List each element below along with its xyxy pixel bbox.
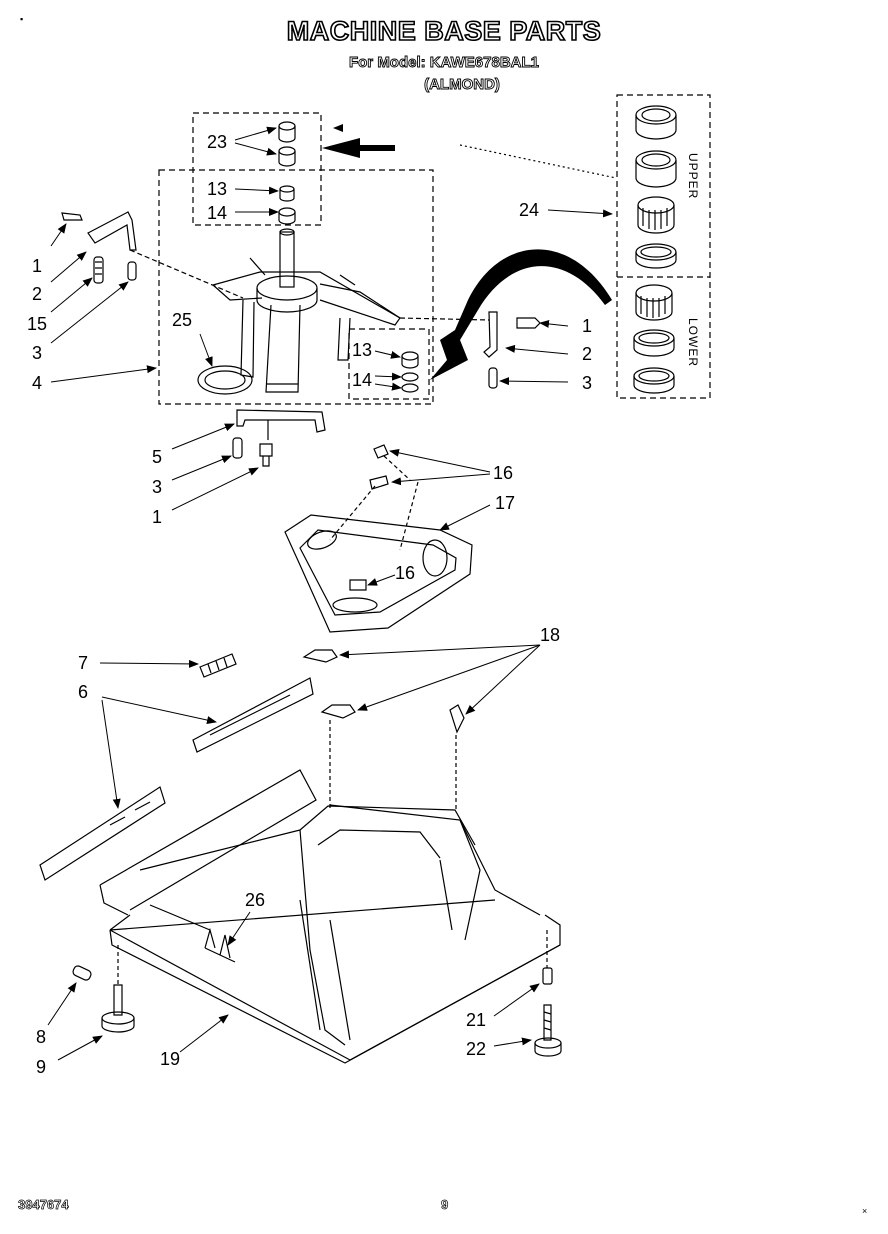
part-5-bracket [236, 409, 326, 440]
callout-7: 7 [78, 653, 89, 673]
callout-17: 17 [495, 493, 516, 513]
part-19-base-frame [99, 769, 561, 1064]
callout-26: 26 [245, 890, 266, 910]
callout-9: 9 [36, 1057, 47, 1077]
part-24-box [616, 94, 711, 399]
corner-mark-top-left: ▪ [20, 14, 24, 24]
part-24-lower-rings [633, 284, 675, 394]
callout-6: 6 [78, 682, 89, 702]
part-17-base-frame [284, 455, 473, 633]
callout-14-lower: 14 [352, 370, 373, 390]
leader-lines [47, 126, 613, 1061]
part-18-pads [302, 649, 465, 734]
model-number: For Model: KAWE678BAL1 [348, 54, 540, 72]
callout-13-lower: 13 [352, 340, 373, 360]
callout-18: 18 [540, 625, 561, 645]
callout-3-right: 3 [582, 373, 593, 393]
callout-1-left: 1 [32, 256, 43, 276]
part-8-9-leveling-leg [72, 965, 135, 1033]
assembly-4-box [158, 169, 434, 405]
callout-8: 8 [36, 1027, 47, 1047]
parts-23-13-14-box [192, 112, 322, 226]
page-number: 9 [441, 1197, 449, 1213]
part-26-hook [204, 927, 236, 963]
part-7-spring [199, 653, 237, 678]
part-16-clips [349, 444, 389, 591]
part-24-upper-rings [635, 105, 677, 269]
spider-legs [240, 299, 351, 393]
part-13-14-lower [401, 351, 419, 393]
suspension-spider [212, 257, 401, 326]
callout-21: 21 [466, 1010, 487, 1030]
part-3-spring-lower [232, 437, 243, 459]
callout-13-upper: 13 [207, 179, 228, 199]
color-variant: (ALMOND) [424, 76, 501, 94]
part-25-ring [197, 365, 253, 395]
curved-pointer-arrow [430, 249, 612, 380]
callout-3-left: 3 [32, 343, 43, 363]
lower-group-label: LOWER [686, 318, 700, 368]
callout-19: 19 [160, 1049, 181, 1069]
callout-25: 25 [172, 310, 193, 330]
callout-2-left: 2 [32, 284, 43, 304]
callout-2-right: 2 [582, 344, 593, 364]
part-6-rails [39, 677, 314, 881]
callout-16-lower: 16 [395, 563, 416, 583]
callout-24: 24 [519, 200, 540, 220]
part-1-bolt-lower [259, 443, 273, 467]
callout-1-lower: 1 [152, 507, 163, 527]
callout-14-upper: 14 [207, 203, 228, 223]
center-shaft [279, 228, 295, 288]
callout-22: 22 [466, 1039, 487, 1059]
callout-4: 4 [32, 373, 43, 393]
bracket-assembly-right [483, 311, 541, 389]
part-21-22-leveling-leg [534, 967, 562, 1057]
direction-arrow [322, 138, 395, 158]
corner-mark-bottom-right: × [862, 1206, 868, 1216]
part-number: 3947674 [18, 1197, 69, 1213]
bracket-assembly-left [61, 211, 137, 284]
part-13-14-stack [278, 185, 296, 225]
callout-1-right: 1 [582, 316, 593, 336]
parts-13-14-lower-box [348, 328, 430, 400]
part-23-cups [278, 121, 296, 167]
callout-15: 15 [27, 314, 48, 334]
page-title: MACHINE BASE PARTS [286, 15, 602, 47]
callout-23: 23 [207, 132, 228, 152]
callout-3-lower: 3 [152, 477, 163, 497]
upper-group-label: UPPER [686, 153, 700, 200]
callout-16-upper: 16 [493, 463, 514, 483]
callout-5: 5 [152, 447, 163, 467]
